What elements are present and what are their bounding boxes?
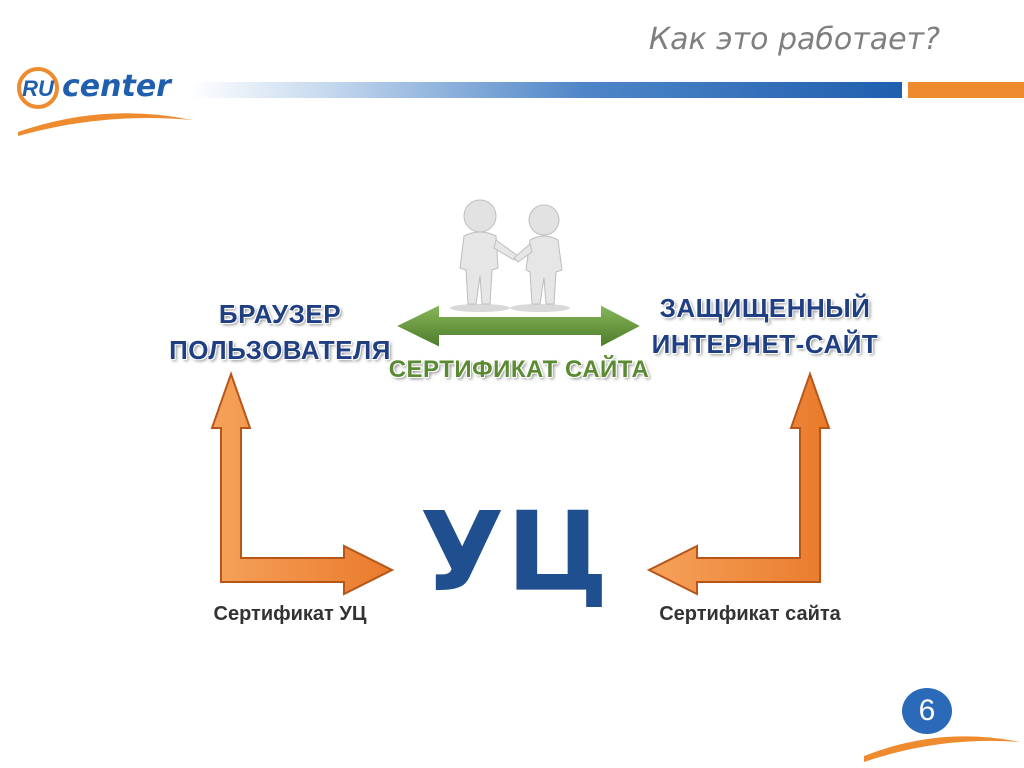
browser-label-line-1: БРАУЗЕР bbox=[160, 296, 400, 332]
ca-certificate-caption: Сертификат УЦ bbox=[190, 601, 390, 627]
site-certificate-label: СЕРТИФИКАТ САЙТА bbox=[386, 356, 652, 384]
site-certificate-caption: Сертификат сайта bbox=[640, 601, 860, 627]
right-l-arrow bbox=[649, 374, 829, 594]
website-label: ЗАЩИЩЕННЫЙ ИНТЕРНЕТ-САЙТ bbox=[640, 290, 890, 362]
ca-label: УЦ bbox=[410, 492, 620, 612]
website-label-line-2: ИНТЕРНЕТ-САЙТ bbox=[640, 326, 890, 362]
left-l-arrow bbox=[212, 374, 392, 594]
browser-label-line-2: ПОЛЬЗОВАТЕЛЯ bbox=[160, 332, 400, 368]
website-label-line-1: ЗАЩИЩЕННЫЙ bbox=[640, 290, 890, 326]
handshake-icon bbox=[440, 196, 590, 316]
browser-label: БРАУЗЕР ПОЛЬЗОВАТЕЛЯ bbox=[160, 296, 400, 368]
page-swoosh bbox=[860, 716, 1024, 766]
